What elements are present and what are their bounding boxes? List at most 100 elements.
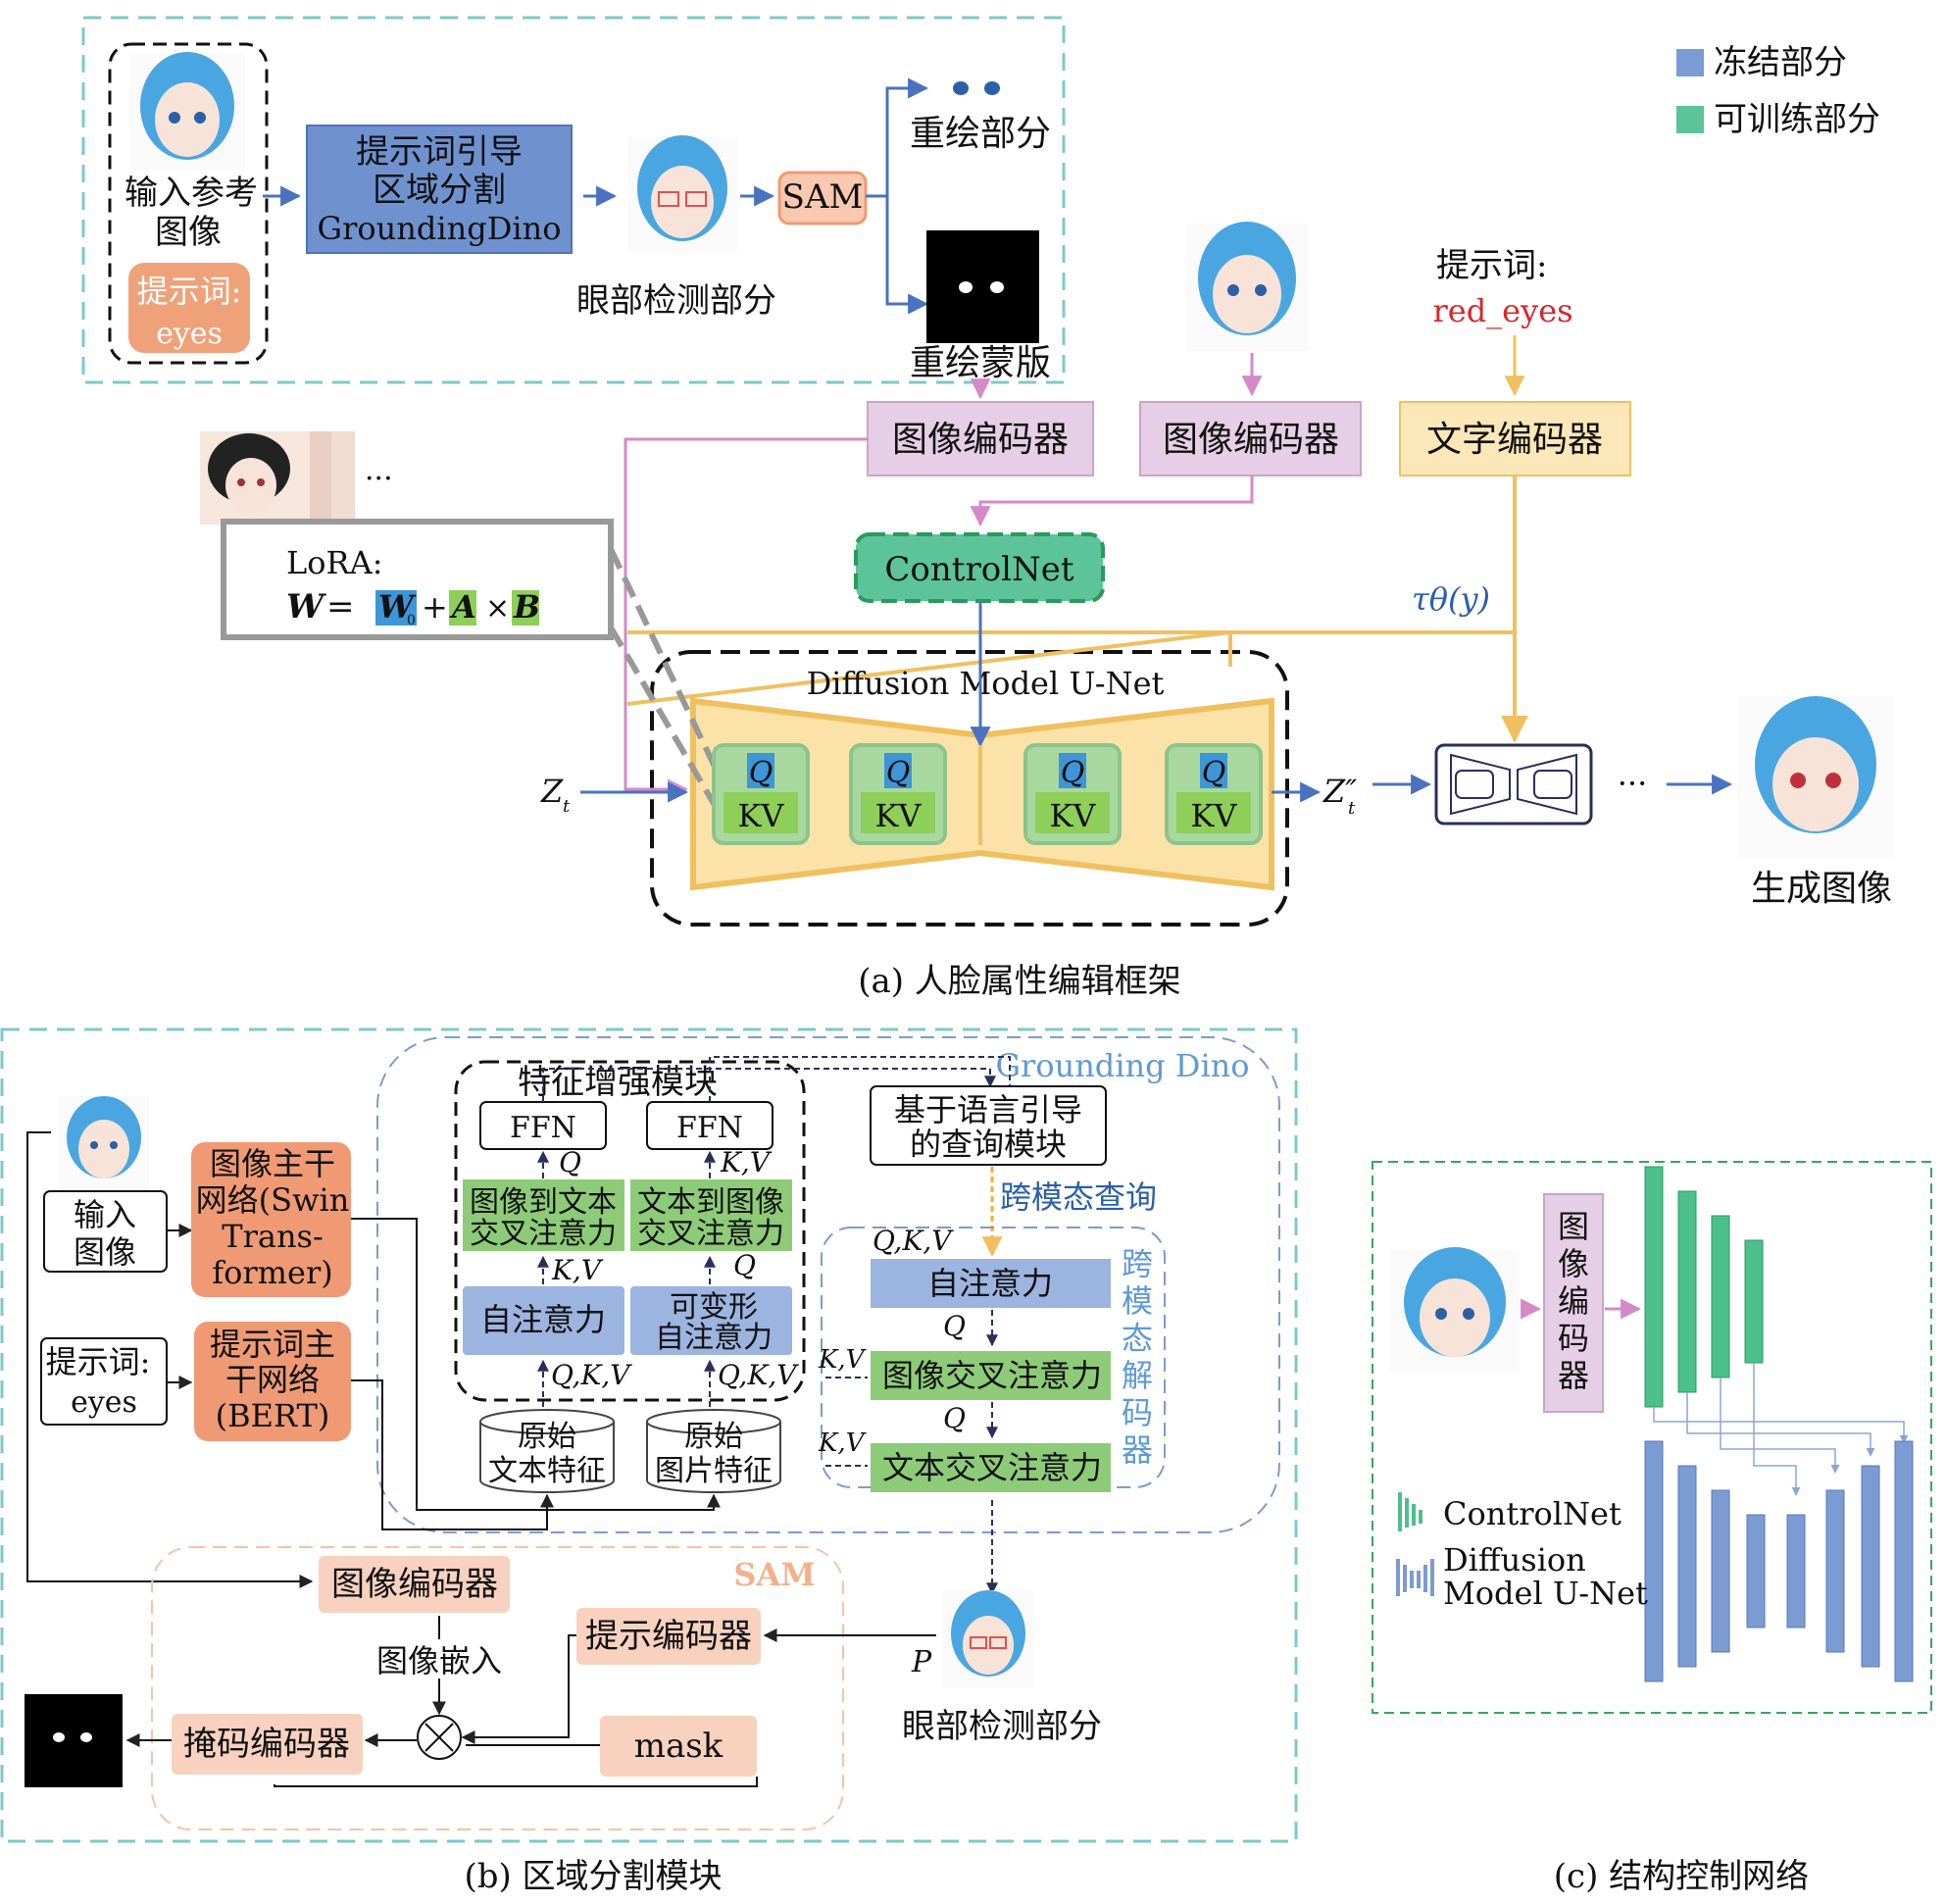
caption-c: (c) 结构控制网络 bbox=[1554, 1857, 1809, 1896]
decoder-img-cross-label: 图像交叉注意力 bbox=[882, 1357, 1102, 1394]
img2txt-line1: 图像到文本 bbox=[470, 1185, 617, 1220]
arrow-input-to-sam-encoder bbox=[26, 1131, 314, 1588]
kv-label-3: KV bbox=[1049, 797, 1096, 834]
grounding-line1: 提示词引导 bbox=[356, 132, 523, 172]
repaint-mask-label: 重绘蒙版 bbox=[910, 343, 1051, 383]
zt-label: Z bbox=[540, 773, 564, 810]
ffn-to-query-line-2 bbox=[709, 1056, 1011, 1102]
lora-a: A bbox=[449, 588, 476, 626]
q-label-3: Q bbox=[1061, 756, 1085, 790]
region-segmentation-panel bbox=[81, 16, 1066, 384]
q-label-decoder-1: Q bbox=[943, 1310, 966, 1342]
kv-label-img-cross: K,V bbox=[818, 1345, 867, 1375]
sam-image-encoder bbox=[319, 1556, 510, 1613]
multiply-node bbox=[417, 1715, 462, 1760]
decoder-vertical-label: 跨 模 态 解 码 器 bbox=[1122, 1245, 1153, 1469]
zt2-sub: t bbox=[1348, 798, 1356, 819]
txt2img-line1: 文本到图像 bbox=[637, 1185, 784, 1220]
text-encoder bbox=[1399, 401, 1631, 476]
lora-w0: W bbox=[378, 588, 417, 626]
repaint-mask-image bbox=[926, 230, 1039, 343]
legend-frozen-swatch bbox=[1676, 49, 1704, 76]
self-attn-box bbox=[463, 1286, 624, 1355]
arrow-backbone-to-img-feat bbox=[351, 1218, 721, 1511]
legend-unet-line1: Diffusion bbox=[1443, 1541, 1586, 1578]
caption-a: (a) 人脸属性编辑框架 bbox=[858, 962, 1181, 1001]
skip-connection-2 bbox=[1686, 1392, 1875, 1457]
self-attn-label: 自注意力 bbox=[480, 1301, 606, 1338]
img2txt-cross-attn bbox=[463, 1179, 624, 1251]
prompt-line1: 提示词: bbox=[46, 1343, 151, 1380]
p-label: P bbox=[911, 1645, 932, 1679]
lora-b-trainable-bg bbox=[512, 590, 539, 626]
sam-image-encoder-label: 图像编码器 bbox=[331, 1565, 498, 1604]
decoder-img-cross-attn bbox=[871, 1351, 1111, 1400]
line-mask-feedback bbox=[274, 1777, 758, 1787]
skip-connection-1 bbox=[1653, 1407, 1909, 1444]
zt2-label: Z″ bbox=[1322, 773, 1357, 810]
raw-img-line1: 原始 bbox=[684, 1420, 743, 1454]
prompt2-value: red_eyes bbox=[1432, 292, 1572, 329]
prompt2-label: 提示词: bbox=[1436, 246, 1547, 285]
bert-line1: 提示词主 bbox=[210, 1326, 335, 1363]
mask-decoder-label: 掩码编码器 bbox=[183, 1725, 350, 1764]
input-group-box bbox=[108, 42, 269, 365]
ffn-right-label: FFN bbox=[676, 1111, 743, 1145]
svg-text:编: 编 bbox=[1558, 1282, 1589, 1320]
caption-b: (b) 区域分割模块 bbox=[464, 1857, 722, 1896]
arrow-sam-to-repaint bbox=[866, 77, 929, 198]
backbone-line2: 网络(Swin bbox=[196, 1181, 350, 1219]
part-c-face-image bbox=[1390, 1247, 1520, 1373]
feature-enhance-frame bbox=[454, 1060, 806, 1402]
lora-link-1 bbox=[608, 547, 728, 791]
qkv-block-3: Q KV bbox=[1023, 743, 1122, 845]
backbone-line4: former) bbox=[212, 1254, 332, 1291]
lora-box bbox=[221, 519, 614, 640]
q-label-4: Q bbox=[1202, 756, 1226, 790]
txt2img-cross-attn bbox=[630, 1179, 792, 1251]
lora-plus: + bbox=[422, 588, 448, 626]
svg-text:模: 模 bbox=[1122, 1282, 1153, 1320]
sam-frame-label: SAM bbox=[733, 1556, 815, 1593]
bert-line2: 干网络 bbox=[225, 1361, 320, 1398]
input-img-line2: 图像 bbox=[74, 1233, 136, 1271]
prompt-encoder-box bbox=[576, 1608, 761, 1665]
sam-frame bbox=[151, 1546, 844, 1830]
lora-b: B bbox=[513, 588, 540, 626]
kv-label-1: KV bbox=[737, 797, 784, 834]
legend-trainable-label: 可训练部分 bbox=[1714, 100, 1880, 139]
image-encoder-1 bbox=[867, 401, 1094, 476]
prompt-value: eyes bbox=[156, 317, 223, 351]
scheduler-autoencoder-icon bbox=[1434, 743, 1593, 826]
dots-ellipsis: ··· bbox=[1618, 765, 1648, 802]
image-encoder-2 bbox=[1139, 401, 1362, 476]
svg-text:跨: 跨 bbox=[1122, 1245, 1153, 1282]
arrow-encoder1-to-unet bbox=[624, 437, 868, 800]
lora-a-trainable-bg bbox=[449, 590, 476, 626]
image-encoder-1-label: 图像编码器 bbox=[892, 420, 1069, 460]
legend-trainable-swatch bbox=[1676, 106, 1704, 133]
arrow-sam-to-mask bbox=[885, 196, 929, 315]
svg-text:图: 图 bbox=[1558, 1208, 1589, 1245]
lora-link-2 bbox=[608, 626, 728, 826]
sam-label: SAM bbox=[782, 177, 864, 217]
eye-detect-label: 眼部检测部分 bbox=[576, 281, 776, 321]
ffn-to-query-line-1 bbox=[542, 1068, 996, 1102]
arrow-encoder2-to-controlnet bbox=[970, 476, 1254, 527]
q-label-txt2img: Q bbox=[733, 1249, 756, 1281]
prompt-line2: eyes bbox=[71, 1385, 137, 1420]
unet-title: Diffusion Model U-Net bbox=[807, 665, 1165, 702]
q-label-2: Q bbox=[886, 756, 911, 790]
qkv-block-1: Q KV bbox=[712, 743, 810, 845]
lora-eq: = bbox=[326, 587, 355, 626]
kv-label-4: KV bbox=[1190, 797, 1237, 834]
deform-line1: 可变形 bbox=[670, 1290, 758, 1325]
decoder-txt-cross-attn bbox=[871, 1443, 1111, 1492]
q-label-decoder-2: Q bbox=[943, 1402, 966, 1434]
svg-text:像: 像 bbox=[1558, 1245, 1589, 1282]
lang-query-module bbox=[870, 1085, 1107, 1166]
lora-label: LoRA: bbox=[286, 544, 383, 581]
lora-w0-frozen-bg bbox=[375, 590, 417, 626]
image-encoder-c-label: 图 像 编 码 器 bbox=[1558, 1208, 1589, 1394]
prompt-encoder-label: 提示编码器 bbox=[585, 1617, 752, 1656]
